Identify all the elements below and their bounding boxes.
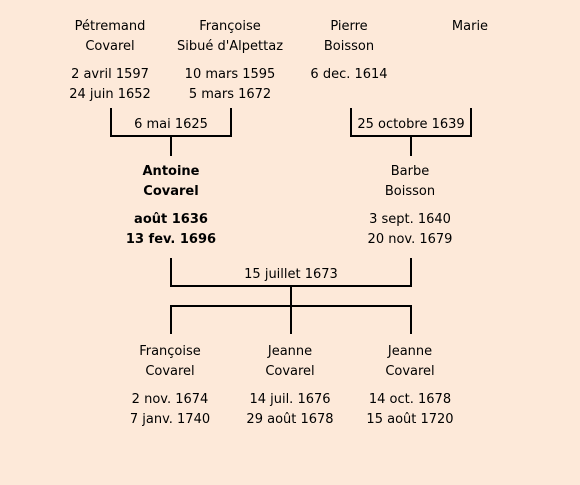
child-jeanne-covarel-1678: Jeanne Covarel 14 oct. 1678 15 août 1720	[330, 342, 490, 430]
connector-line	[410, 258, 412, 286]
surname: Covarel	[85, 39, 135, 54]
connector-line	[350, 108, 352, 136]
marriage-date-covarel-sibue: 6 mai 1625	[134, 117, 208, 132]
death-date: 15 août 1720	[366, 412, 454, 427]
birth-date: 14 juil. 1676	[249, 392, 331, 407]
grandparent-francoise-sibue: Françoise Sibué d'Alpettaz 10 mars 1595 …	[150, 17, 310, 105]
birth-date: 6 dec. 1614	[310, 67, 388, 82]
birth-date: 10 mars 1595	[184, 67, 276, 82]
surname: Covarel	[145, 364, 195, 379]
surname: Covarel	[265, 364, 315, 379]
grandparent-petremand-covarel: Pétremand Covarel 2 avril 1597 24 juin 1…	[30, 17, 190, 105]
marriage-date-boisson-marie: 25 octobre 1639	[357, 117, 465, 132]
birth-date: août 1636	[134, 212, 208, 227]
death-date: 24 juin 1652	[69, 87, 151, 102]
birth-date: 2 avril 1597	[71, 67, 149, 82]
death-date: 7 janv. 1740	[129, 412, 211, 427]
birth-date: 2 nov. 1674	[131, 392, 209, 407]
parent-antoine-covarel: Antoine Covarel août 1636 13 fev. 1696	[91, 162, 251, 250]
first-name: Barbe	[390, 164, 430, 179]
first-name: Pierre	[330, 19, 368, 34]
child-francoise-covarel: Françoise Covarel 2 nov. 1674 7 janv. 17…	[90, 342, 250, 430]
surname: Covarel	[385, 364, 435, 379]
child-jeanne-covarel-1676: Jeanne Covarel 14 juil. 1676 29 août 167…	[210, 342, 370, 430]
birth-date: 14 oct. 1678	[368, 392, 452, 407]
marriage-date-covarel-boisson: 15 juillet 1673	[244, 267, 338, 282]
first-name: Françoise	[199, 19, 261, 34]
descent-line	[170, 136, 172, 156]
descent-line	[290, 286, 292, 306]
first-name: Antoine	[142, 164, 200, 179]
surname: Covarel	[143, 184, 199, 199]
first-name: Jeanne	[267, 344, 313, 359]
child-line	[410, 306, 412, 334]
first-name: Pétremand	[74, 19, 146, 34]
child-line	[170, 306, 172, 334]
birth-date: 3 sept. 1640	[369, 212, 451, 227]
grandparent-marie: Marie	[390, 17, 550, 45]
child-line	[290, 306, 292, 334]
connector-line	[110, 108, 112, 136]
connector-line	[230, 108, 232, 136]
death-date: 5 mars 1672	[188, 87, 272, 102]
surname: Boisson	[384, 184, 436, 199]
death-date: 13 fev. 1696	[125, 232, 217, 247]
death-date: 20 nov. 1679	[367, 232, 453, 247]
surname: Sibué d'Alpettaz	[176, 39, 284, 54]
first-name: Jeanne	[387, 344, 433, 359]
parent-barbe-boisson: Barbe Boisson 3 sept. 1640 20 nov. 1679	[330, 162, 490, 250]
first-name: Françoise	[139, 344, 201, 359]
first-name: Marie	[451, 19, 489, 34]
descent-line	[410, 136, 412, 156]
death-date: 29 août 1678	[246, 412, 334, 427]
grandparent-pierre-boisson: Pierre Boisson 6 dec. 1614	[269, 17, 429, 85]
connector-line	[170, 258, 172, 286]
connector-line	[470, 108, 472, 136]
surname: Boisson	[323, 39, 375, 54]
